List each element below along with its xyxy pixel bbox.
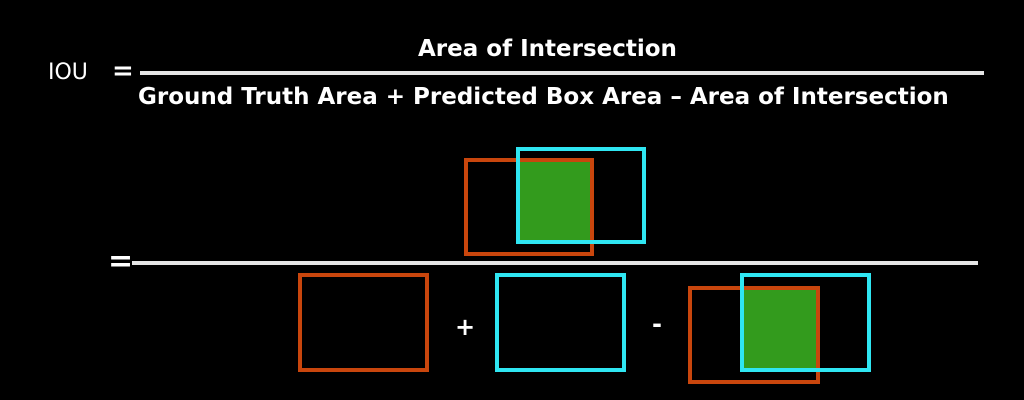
predicted-box-top [516,147,646,244]
intersection-area-top [518,160,592,242]
intersection-area-bottom [742,288,818,370]
denominator-text: Ground Truth Area + Predicted Box Area –… [138,84,949,110]
ground-truth-box-top [464,158,594,256]
equals-sign-top: = [112,56,134,86]
numerator-text: Area of Intersection [418,36,677,62]
ground-truth-box-overlap [688,286,820,384]
fraction-line-bottom [132,261,978,265]
predicted-box-overlap [740,273,871,372]
plus-sign: + [455,313,476,341]
predicted-box [495,273,626,372]
iou-label: IOU [48,60,88,85]
fraction-line-top [140,71,984,75]
equals-sign-bottom: = [108,244,134,279]
minus-sign: - [652,310,662,338]
ground-truth-box [298,273,429,372]
